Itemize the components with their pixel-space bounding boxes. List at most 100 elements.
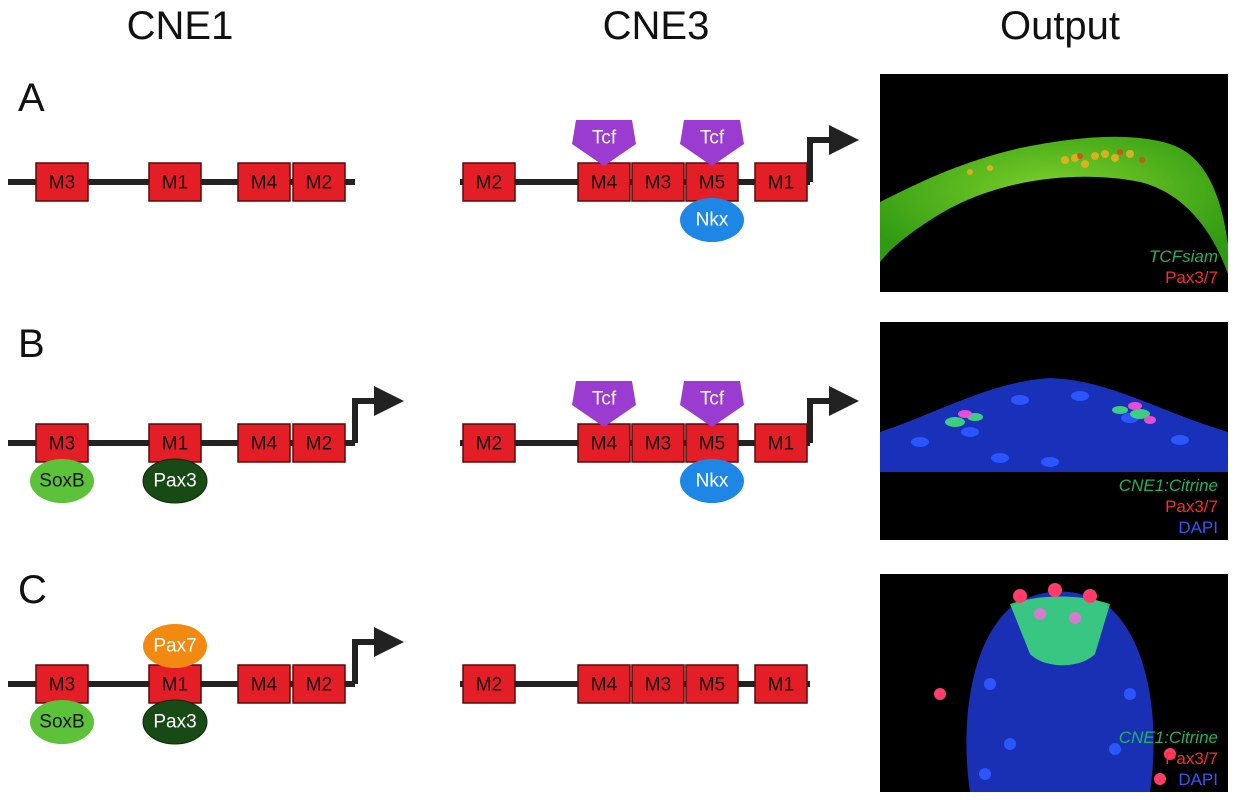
cne3-element-c: M2 M4 M3 M5 M1 (460, 664, 810, 704)
cne3-module-m1 (754, 162, 808, 202)
cne3-module-m4 (577, 162, 631, 202)
cne1-factor-soxb-0 (30, 459, 94, 503)
cne1-module-m3 (35, 162, 89, 202)
cne3-module-label-m5: M5 (699, 434, 725, 455)
cne1-module-m4 (237, 423, 291, 463)
cne1-module-label-m4: M4 (251, 675, 278, 696)
cne3-module-label-m2: M2 (476, 675, 502, 696)
cne3-module-label-m2: M2 (476, 173, 502, 194)
cne3-module-m2 (462, 423, 516, 463)
legend-a-entry-2: Pax3/7 (1165, 268, 1218, 287)
cne1-module-label-m2: M2 (306, 675, 332, 696)
cne3-module-m2 (462, 664, 516, 704)
cne1-transcription-arrow-c (352, 627, 404, 684)
embryo-section-b-image (880, 378, 1228, 472)
legend-b-entry-1: CNE1:Citrine (1118, 476, 1218, 495)
legend-b-entry-2: Pax3/7 (1165, 497, 1218, 516)
cne3-factor-tcf-1-label: Tcf (700, 128, 725, 149)
cne3-factor-nkx-2 (680, 198, 744, 242)
cne3-module-label-m4: M4 (591, 173, 618, 194)
cne3-module-label-m4: M4 (591, 675, 618, 696)
output-legend-a: TCFsiam Pax3/7 (1149, 246, 1218, 288)
cne1-element-a: M3 M1 M4 M2 (8, 162, 355, 202)
row-label-b: B (18, 322, 45, 366)
output-image-b: CNE1:Citrine Pax3/7 DAPI (880, 322, 1228, 540)
cne3-module-label-m5: M5 (699, 173, 725, 194)
cne3-factor-tcf-1 (680, 120, 744, 166)
cne3-module-m4 (577, 664, 631, 704)
cne3-module-label-m3: M3 (645, 173, 671, 194)
legend-c-entry-2: Pax3/7 (1165, 749, 1218, 768)
row-label-c: C (18, 568, 47, 612)
cne1-module-m2 (292, 162, 346, 202)
column-header-cne1: CNE1 (126, 4, 234, 48)
cne1-factor-pax3-2 (142, 699, 208, 745)
cne1-factor-soxb-1 (30, 700, 94, 744)
cne3-factor-tcf-0 (572, 381, 636, 427)
cne3-module-m3 (631, 664, 685, 704)
cne1-module-m2 (292, 423, 346, 463)
cne1-module-label-m4: M4 (251, 434, 278, 455)
cne3-module-m2 (462, 162, 516, 202)
legend-b-entry-3: DAPI (1178, 518, 1218, 537)
output-image-c: CNE1:Citrine Pax3/7 DAPI (880, 574, 1228, 792)
legend-a-entry-1: TCFsiam (1149, 247, 1218, 266)
cne3-module-label-m5: M5 (699, 675, 725, 696)
cne3-module-label-m3: M3 (645, 675, 671, 696)
cne3-factor-tcf-1 (680, 381, 744, 427)
cne1-factor-soxb-0-label: SoxB (39, 471, 84, 492)
cne1-module-label-m2: M2 (306, 434, 332, 455)
cne1-module-m1 (148, 162, 202, 202)
output-legend-b: CNE1:Citrine Pax3/7 DAPI (1119, 475, 1218, 538)
cne3-module-m1 (754, 664, 808, 704)
cne3-module-m3 (631, 423, 685, 463)
legend-c-entry-3: DAPI (1178, 770, 1218, 789)
cne1-module-m2 (292, 664, 346, 704)
cne3-factor-tcf-1-label: Tcf (700, 389, 725, 410)
cne1-module-label-m2: M2 (306, 173, 332, 194)
cne1-module-m3 (35, 423, 89, 463)
cne1-module-label-m1: M1 (162, 434, 188, 455)
cne1-factor-pax3-1-label: Pax3 (153, 471, 196, 492)
cne3-factor-tcf-0 (572, 120, 636, 166)
cne1-module-m1 (148, 423, 202, 463)
cne3-factor-tcf-0-label: Tcf (592, 389, 617, 410)
cne3-module-label-m3: M3 (645, 434, 671, 455)
cne3-module-m3 (631, 162, 685, 202)
cne1-module-label-m1: M1 (162, 173, 188, 194)
cne1-module-m4 (237, 162, 291, 202)
cne3-transcription-arrow-b (807, 386, 859, 443)
column-header-cne3: CNE3 (602, 4, 710, 48)
column-header-output: Output (999, 4, 1121, 48)
cne3-factor-nkx-2-label: Nkx (696, 471, 729, 492)
cne3-module-label-m1: M1 (768, 675, 794, 696)
cne3-module-m5 (685, 162, 739, 202)
cne3-factor-tcf-0-label: Tcf (592, 128, 617, 149)
cne3-factor-nkx-2 (680, 459, 744, 503)
cne1-factor-pax3-1 (142, 458, 208, 504)
cne1-factor-pax3-2-label: Pax3 (153, 712, 196, 733)
embryo-section-c-image (934, 583, 1176, 792)
cne1-module-label-m3: M3 (49, 434, 75, 455)
row-label-a: A (18, 76, 45, 120)
embryo-section-a-image (880, 136, 1228, 274)
cne1-factor-pax7-0-label: Pax7 (153, 636, 196, 657)
cne3-module-label-m4: M4 (591, 434, 618, 455)
cne1-factor-soxb-1-label: SoxB (39, 712, 84, 733)
cne3-module-m5 (685, 664, 739, 704)
cne1-module-label-m4: M4 (251, 173, 278, 194)
output-image-a: TCFsiam Pax3/7 (880, 74, 1228, 292)
output-legend-c: CNE1:Citrine Pax3/7 DAPI (1119, 727, 1218, 790)
cne1-module-label-m3: M3 (49, 675, 75, 696)
cne3-module-label-m1: M1 (768, 434, 794, 455)
cne3-transcription-arrow-a (807, 125, 859, 182)
cne1-module-label-m3: M3 (49, 173, 75, 194)
cne1-transcription-arrow-b (352, 386, 404, 443)
legend-c-entry-1: CNE1:Citrine (1118, 728, 1218, 747)
